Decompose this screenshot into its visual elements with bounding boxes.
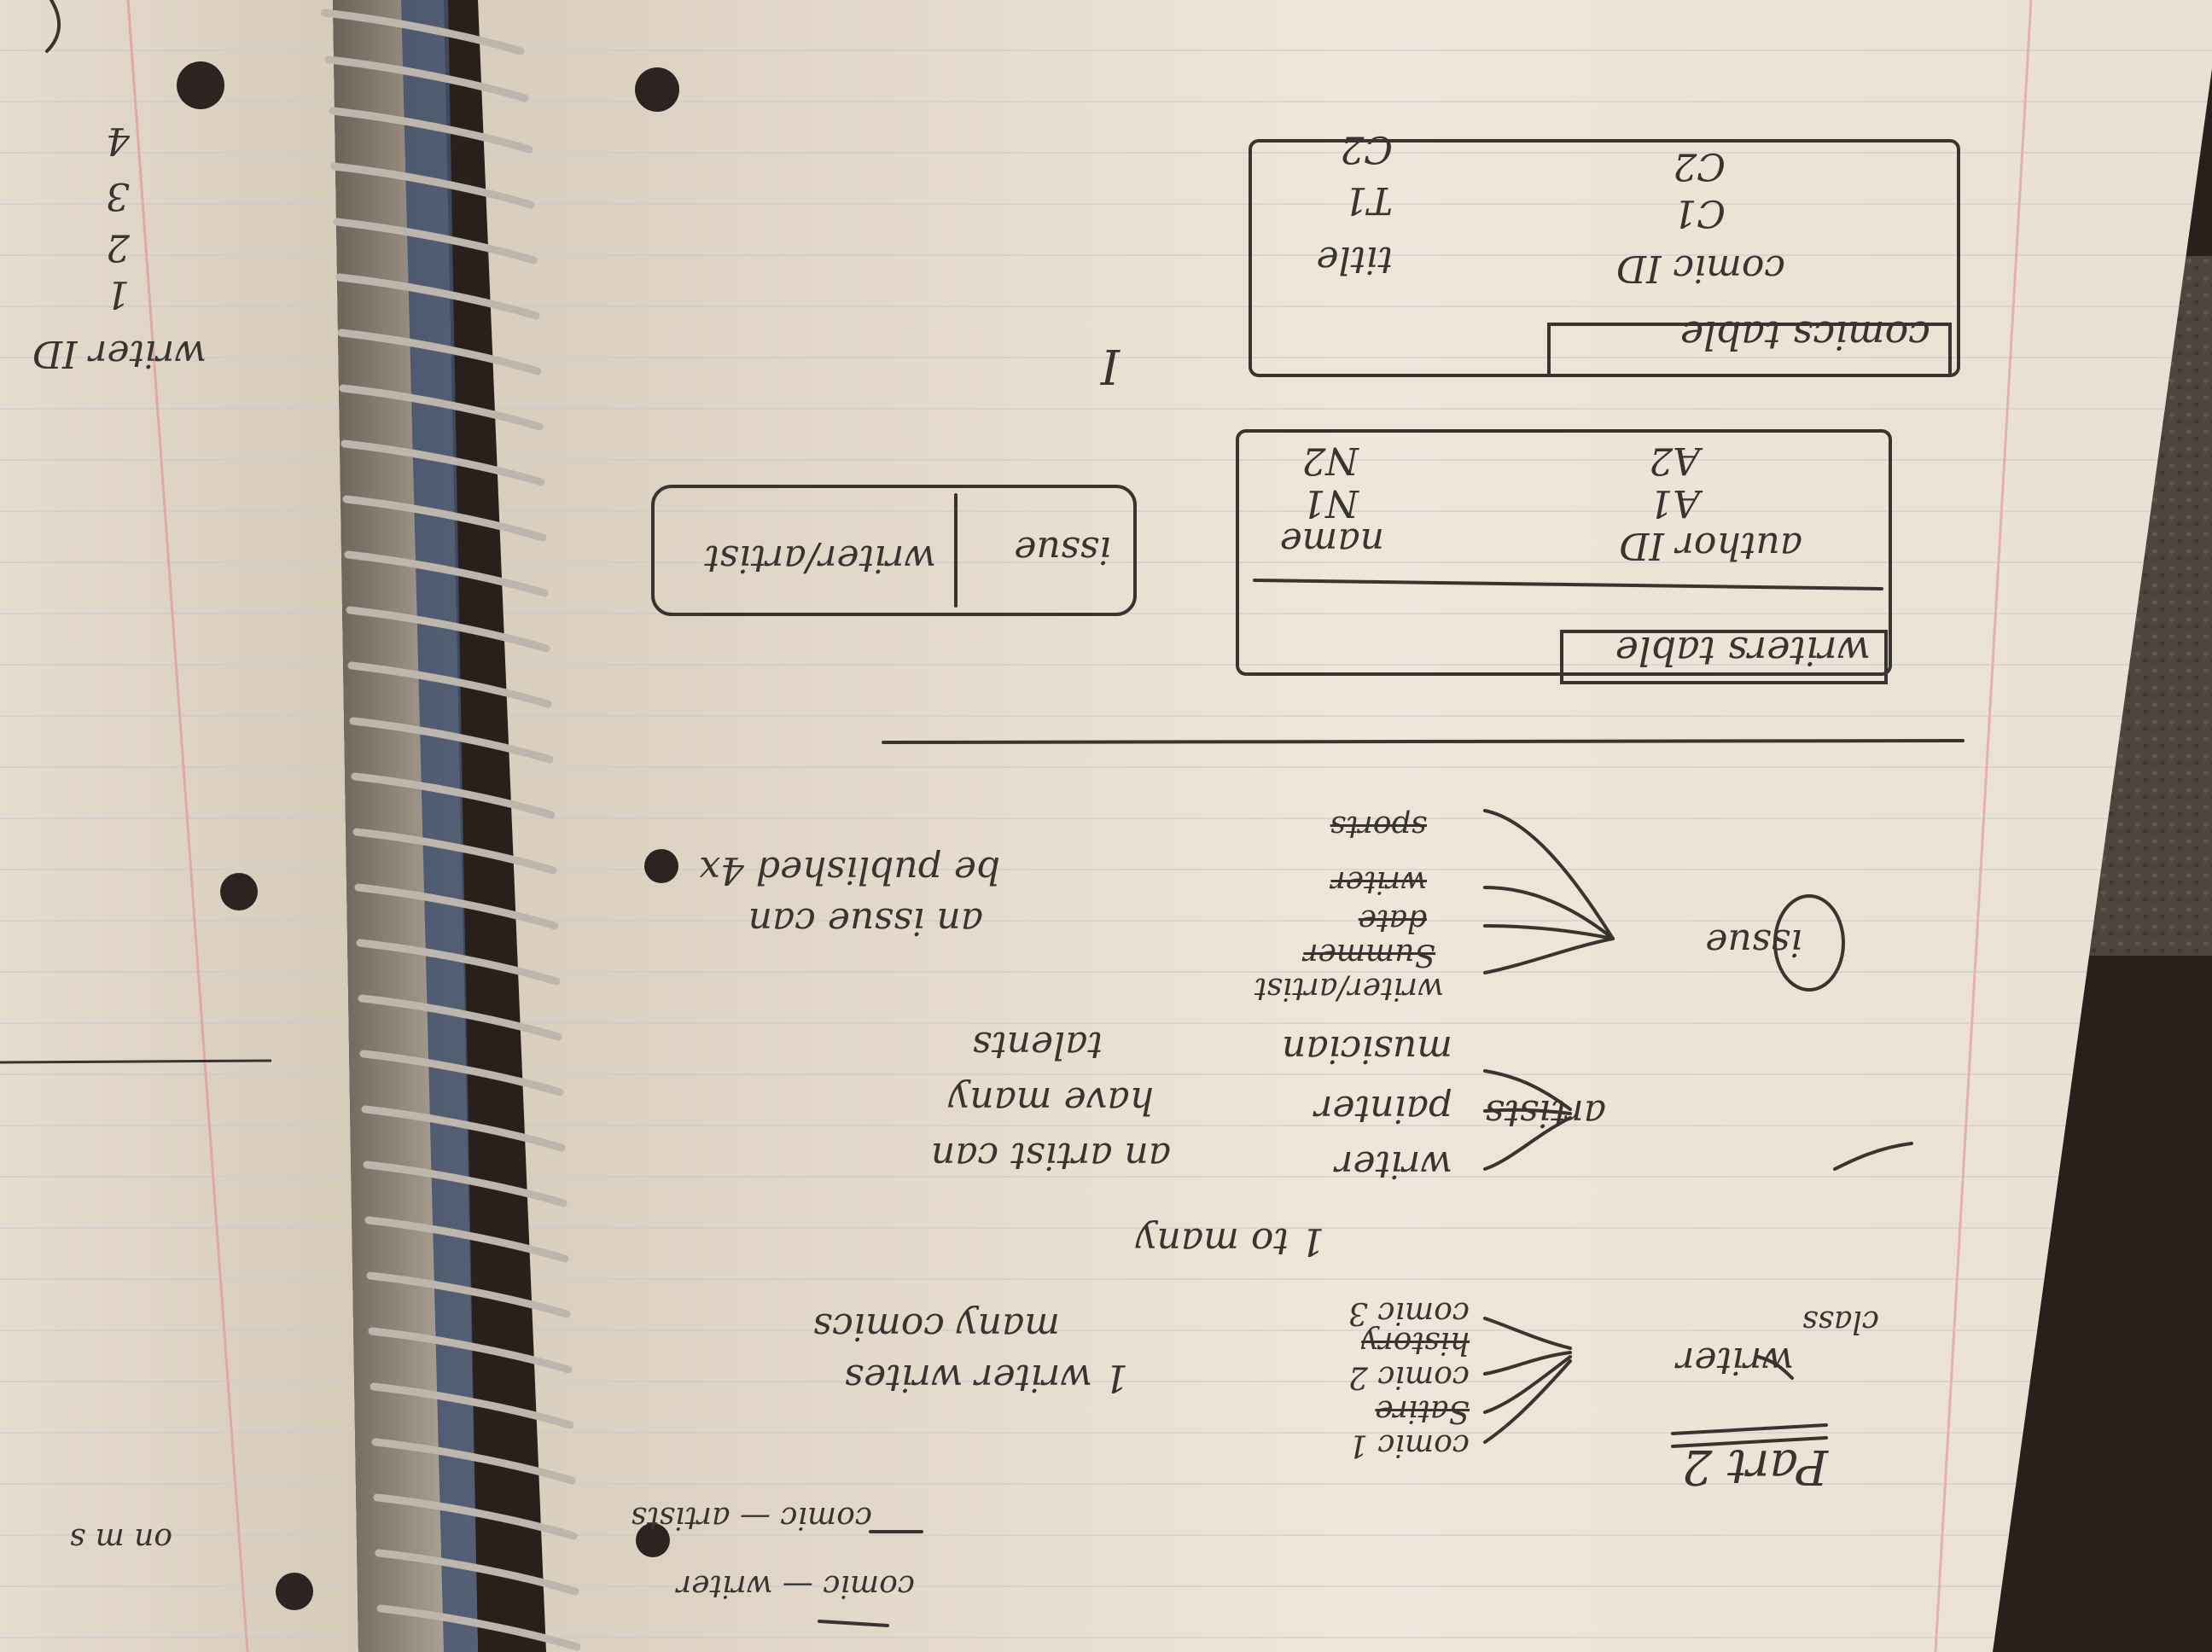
artist-item-musician: musician <box>1282 1027 1452 1071</box>
issue-item-writer: writer <box>1330 864 1427 899</box>
hole <box>220 873 258 910</box>
left-page-number: 3 <box>106 174 130 218</box>
hole <box>276 1573 313 1610</box>
hole <box>177 61 224 109</box>
artist-branch-line <box>1483 1116 1572 1171</box>
left-page-number: 2 <box>106 225 130 269</box>
writer-branch-line <box>1483 1351 1572 1376</box>
class-hook <box>1833 1142 1913 1171</box>
writer-item-comic-3: comic 3 <box>1348 1295 1470 1330</box>
left-page-number: 1 <box>106 272 130 316</box>
comics-table-cell: C2 <box>1673 144 1726 188</box>
comics-table-cell: C2 <box>1340 127 1393 171</box>
artist-item-writer: writer <box>1335 1143 1452 1186</box>
issue-box-right: writer/artist <box>704 537 936 580</box>
heading-part-2: Part 2 <box>1681 1439 1828 1494</box>
issue-circle <box>1773 894 1845 992</box>
writers-table-cell: N2 <box>1301 439 1359 482</box>
issue-branch-line <box>1483 924 1615 940</box>
section-separator <box>882 739 1965 744</box>
issue-branch-line <box>1483 809 1615 940</box>
issue-box <box>651 485 1137 616</box>
writers-table-title-box <box>1560 630 1888 684</box>
spiral-binding <box>320 9 581 1651</box>
left-page-edge-text: on m s <box>69 1521 172 1556</box>
artist-branch-line <box>1483 1108 1572 1115</box>
class-hook <box>1756 1355 1794 1380</box>
writers-table-box <box>1236 429 1892 676</box>
writer-annotation-2: many comics <box>812 1305 1060 1348</box>
issue-item-sports: sports <box>1330 809 1427 844</box>
comics-table-header-comic-id: comic ID <box>1615 247 1785 290</box>
writer-root: writer <box>1676 1339 1794 1382</box>
artist-branch-line <box>1483 1069 1572 1111</box>
ink-drawings <box>45 0 1965 1627</box>
comics-table-cell: C1 <box>1673 191 1726 235</box>
writers-table-header-author-id: author ID <box>1619 524 1802 567</box>
class-label: class <box>1802 1304 1879 1339</box>
hole <box>635 67 679 112</box>
issue-item-summer: Summer <box>1303 937 1435 972</box>
spiral-note-1: comic — writer <box>676 1568 915 1603</box>
comics-table-title-box <box>1547 323 1952 377</box>
issue-root: issue <box>1705 921 1802 964</box>
writer-branch-line <box>1483 1359 1572 1444</box>
writer-branch-line <box>1483 1355 1572 1414</box>
connector-dash <box>818 1620 889 1627</box>
artist-annotation-3: talents <box>972 1023 1103 1067</box>
writers-table-title: writers table <box>1615 628 1871 674</box>
left-margin-line <box>126 0 249 1652</box>
artist-annotation-1: an artist can <box>930 1134 1171 1178</box>
left-page-rules <box>0 0 341 1652</box>
issue-branch-line <box>1483 886 1615 940</box>
writer-item-comic-2: comic 2 <box>1348 1359 1470 1394</box>
writers-table-cell: N1 <box>1301 481 1359 525</box>
artist-annotation-2: have many <box>948 1079 1154 1122</box>
left-page-bracket <box>45 0 61 53</box>
comics-table-cell: T1 <box>1343 178 1393 222</box>
left-page-label: writer ID <box>32 332 207 375</box>
writers-table-divider <box>1253 579 1883 590</box>
comics-table-header-title: title <box>1316 238 1393 282</box>
issue-annotation-2: be published 4x <box>699 848 1000 892</box>
issue-box-left: issue <box>1014 528 1111 572</box>
right-margin-line <box>1934 0 2033 1652</box>
heading-underline <box>1671 1436 1828 1448</box>
artist-item-painter: painter <box>1314 1087 1452 1131</box>
writers-table-cell: A2 <box>1649 439 1700 482</box>
issue-annotation-1: an issue can <box>748 899 983 943</box>
spiral-note-2: comic — artists <box>631 1500 872 1535</box>
writers-table-cell: A1 <box>1649 481 1700 525</box>
artist-root: artists <box>1485 1091 1606 1135</box>
binding-blue <box>401 0 478 1652</box>
heading-underline <box>1671 1423 1828 1435</box>
relationship-label: 1 to many <box>1135 1219 1324 1263</box>
writer-item-comic-1: comic 1 <box>1348 1428 1470 1463</box>
writer-item-satire: Satire <box>1375 1393 1470 1428</box>
writers-table-header-name: name <box>1279 520 1384 563</box>
hole <box>636 1523 670 1557</box>
writer-item-history: history <box>1361 1325 1470 1360</box>
roman-numeral: I <box>1100 338 1120 393</box>
left-page-stroke <box>0 1059 272 1064</box>
writer-branch-line <box>1483 1317 1572 1350</box>
issue-item-writer-artist: writer/artist <box>1254 971 1444 1006</box>
issue-branch-line <box>1483 937 1615 974</box>
writer-annotation-1: 1 writer writes <box>844 1356 1128 1399</box>
right-page-rules <box>478 0 2212 1652</box>
left-page-number: 4 <box>106 119 130 162</box>
issue-item-date: date <box>1358 903 1427 938</box>
comics-table-title: comics table <box>1679 312 1930 358</box>
hole <box>644 849 678 883</box>
